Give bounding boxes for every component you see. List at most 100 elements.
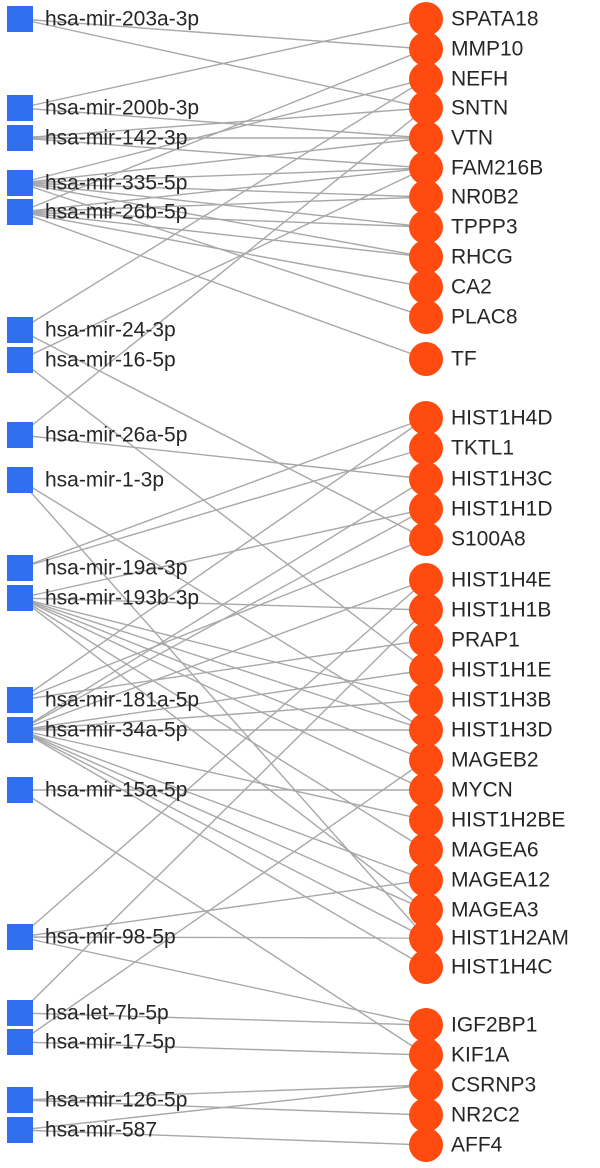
- gene-node[interactable]: AFF4: [409, 1128, 503, 1162]
- mirna-node[interactable]: hsa-let-7b-5p: [7, 1000, 169, 1026]
- gene-node[interactable]: S100A8: [409, 522, 526, 556]
- gene-label: MAGEA3: [451, 899, 539, 922]
- edge: [19, 936, 427, 939]
- edge: [19, 1041, 427, 1056]
- mirna-node[interactable]: hsa-mir-203a-3p: [7, 6, 199, 32]
- gene-node[interactable]: HIST1H1D: [409, 492, 553, 526]
- gene-label: IGF2BP1: [451, 1014, 537, 1037]
- mirna-square-marker: [7, 6, 33, 32]
- mirna-label: hsa-mir-17-5p: [45, 1031, 176, 1054]
- gene-node[interactable]: MAGEA3: [409, 893, 539, 927]
- gene-circle-marker: [409, 492, 443, 526]
- gene-node[interactable]: HIST1H1B: [409, 593, 551, 627]
- gene-node[interactable]: TKTL1: [409, 431, 514, 465]
- gene-circle-marker: [409, 683, 443, 717]
- gene-node[interactable]: HIST1H2AM: [409, 921, 569, 955]
- gene-node[interactable]: NR0B2: [409, 180, 519, 214]
- gene-node[interactable]: HIST1H4E: [409, 563, 551, 597]
- gene-node[interactable]: RHCG: [409, 240, 513, 274]
- mirna-label: hsa-mir-26b-5p: [45, 201, 187, 224]
- gene-label: HIST1H2BE: [451, 809, 565, 832]
- gene-node[interactable]: TF: [409, 342, 477, 376]
- gene-node[interactable]: KIF1A: [409, 1038, 509, 1072]
- edge: [19, 417, 427, 701]
- mirna-node[interactable]: hsa-mir-335-5p: [7, 170, 187, 196]
- mirna-node[interactable]: hsa-mir-181a-5p: [7, 687, 199, 713]
- gene-node[interactable]: CSRNP3: [409, 1068, 536, 1102]
- mirna-node[interactable]: hsa-mir-98-5p: [7, 924, 176, 950]
- edge: [19, 508, 427, 731]
- mirna-node[interactable]: hsa-mir-17-5p: [7, 1029, 176, 1055]
- mirna-square-marker: [7, 125, 33, 151]
- gene-node[interactable]: MMP10: [409, 32, 523, 66]
- gene-circle-marker: [409, 300, 443, 334]
- gene-node[interactable]: TPPP3: [409, 210, 518, 244]
- gene-circle-marker: [409, 431, 443, 465]
- gene-label: TF: [451, 348, 477, 371]
- gene-label: HIST1H3C: [451, 468, 553, 491]
- mirna-square-marker: [7, 95, 33, 121]
- mirna-node[interactable]: hsa-mir-193b-3p: [7, 585, 199, 611]
- gene-node[interactable]: HIST1H4C: [409, 950, 553, 984]
- mirna-label: hsa-mir-26a-5p: [45, 424, 187, 447]
- mirna-label: hsa-mir-181a-5p: [45, 689, 199, 712]
- gene-label: PLAC8: [451, 306, 518, 329]
- mirna-node[interactable]: hsa-mir-200b-3p: [7, 95, 199, 121]
- gene-node[interactable]: MAGEA6: [409, 833, 539, 867]
- edge: [19, 359, 427, 671]
- gene-circle-marker: [409, 950, 443, 984]
- gene-circle-marker: [409, 270, 443, 304]
- gene-node[interactable]: HIST1H1E: [409, 653, 551, 687]
- mirna-node[interactable]: hsa-mir-142-3p: [7, 125, 187, 151]
- gene-node[interactable]: HIST1H3B: [409, 683, 551, 717]
- mirna-node[interactable]: hsa-mir-1-3p: [7, 467, 164, 493]
- gene-node[interactable]: MAGEB2: [409, 743, 539, 777]
- gene-node[interactable]: NR2C2: [409, 1098, 520, 1132]
- edge: [19, 1084, 427, 1131]
- mirna-node[interactable]: hsa-mir-126-5p: [7, 1087, 187, 1113]
- mirna-node[interactable]: hsa-mir-34a-5p: [7, 717, 187, 743]
- mirna-node[interactable]: hsa-mir-16-5p: [7, 347, 176, 373]
- edge: [19, 597, 427, 791]
- mirna-node[interactable]: hsa-mir-15a-5p: [7, 777, 187, 803]
- gene-circle-marker: [409, 151, 443, 185]
- gene-node[interactable]: NEFH: [409, 62, 508, 96]
- gene-node[interactable]: SPATA18: [409, 2, 539, 36]
- edge: [19, 669, 427, 731]
- mirna-node[interactable]: hsa-mir-24-3p: [7, 317, 176, 343]
- gene-node[interactable]: HIST1H3D: [409, 713, 553, 747]
- gene-label: HIST1H4C: [451, 956, 553, 979]
- gene-node[interactable]: MAGEA12: [409, 863, 550, 897]
- edge: [19, 729, 427, 939]
- gene-node[interactable]: FAM216B: [409, 151, 543, 185]
- mirna-node[interactable]: hsa-mir-587: [7, 1117, 157, 1143]
- mirna-label: hsa-mir-24-3p: [45, 319, 176, 342]
- mirna-node[interactable]: hsa-mir-26b-5p: [7, 199, 187, 225]
- gene-label: SNTN: [451, 97, 508, 120]
- gene-node[interactable]: SNTN: [409, 91, 508, 125]
- edge: [19, 211, 427, 228]
- edge: [19, 211, 427, 360]
- gene-node[interactable]: VTN: [409, 121, 493, 155]
- edge: [19, 107, 427, 436]
- mirna-square-marker: [7, 422, 33, 448]
- gene-label: NEFH: [451, 68, 508, 91]
- gene-node[interactable]: CA2: [409, 270, 492, 304]
- gene-node[interactable]: HIST1H4D: [409, 401, 553, 435]
- mirna-node[interactable]: hsa-mir-19a-3p: [7, 555, 187, 581]
- mirna-label: hsa-mir-126-5p: [45, 1089, 187, 1112]
- gene-node[interactable]: HIST1H2BE: [409, 803, 565, 837]
- edge: [19, 417, 427, 569]
- gene-node[interactable]: IGF2BP1: [409, 1008, 537, 1042]
- gene-node[interactable]: HIST1H3C: [409, 462, 553, 496]
- gene-node[interactable]: PRAP1: [409, 623, 520, 657]
- gene-circle-marker: [409, 180, 443, 214]
- gene-node[interactable]: PLAC8: [409, 300, 518, 334]
- gene-node[interactable]: MYCN: [409, 773, 513, 807]
- mirna-node[interactable]: hsa-mir-26a-5p: [7, 422, 187, 448]
- mirna-node-layer: hsa-mir-203a-3p hsa-mir-200b-3p hsa-mir-14…: [7, 6, 199, 1143]
- edge: [19, 729, 427, 821]
- gene-label: HIST1H1E: [451, 659, 551, 682]
- edge: [19, 1012, 427, 1026]
